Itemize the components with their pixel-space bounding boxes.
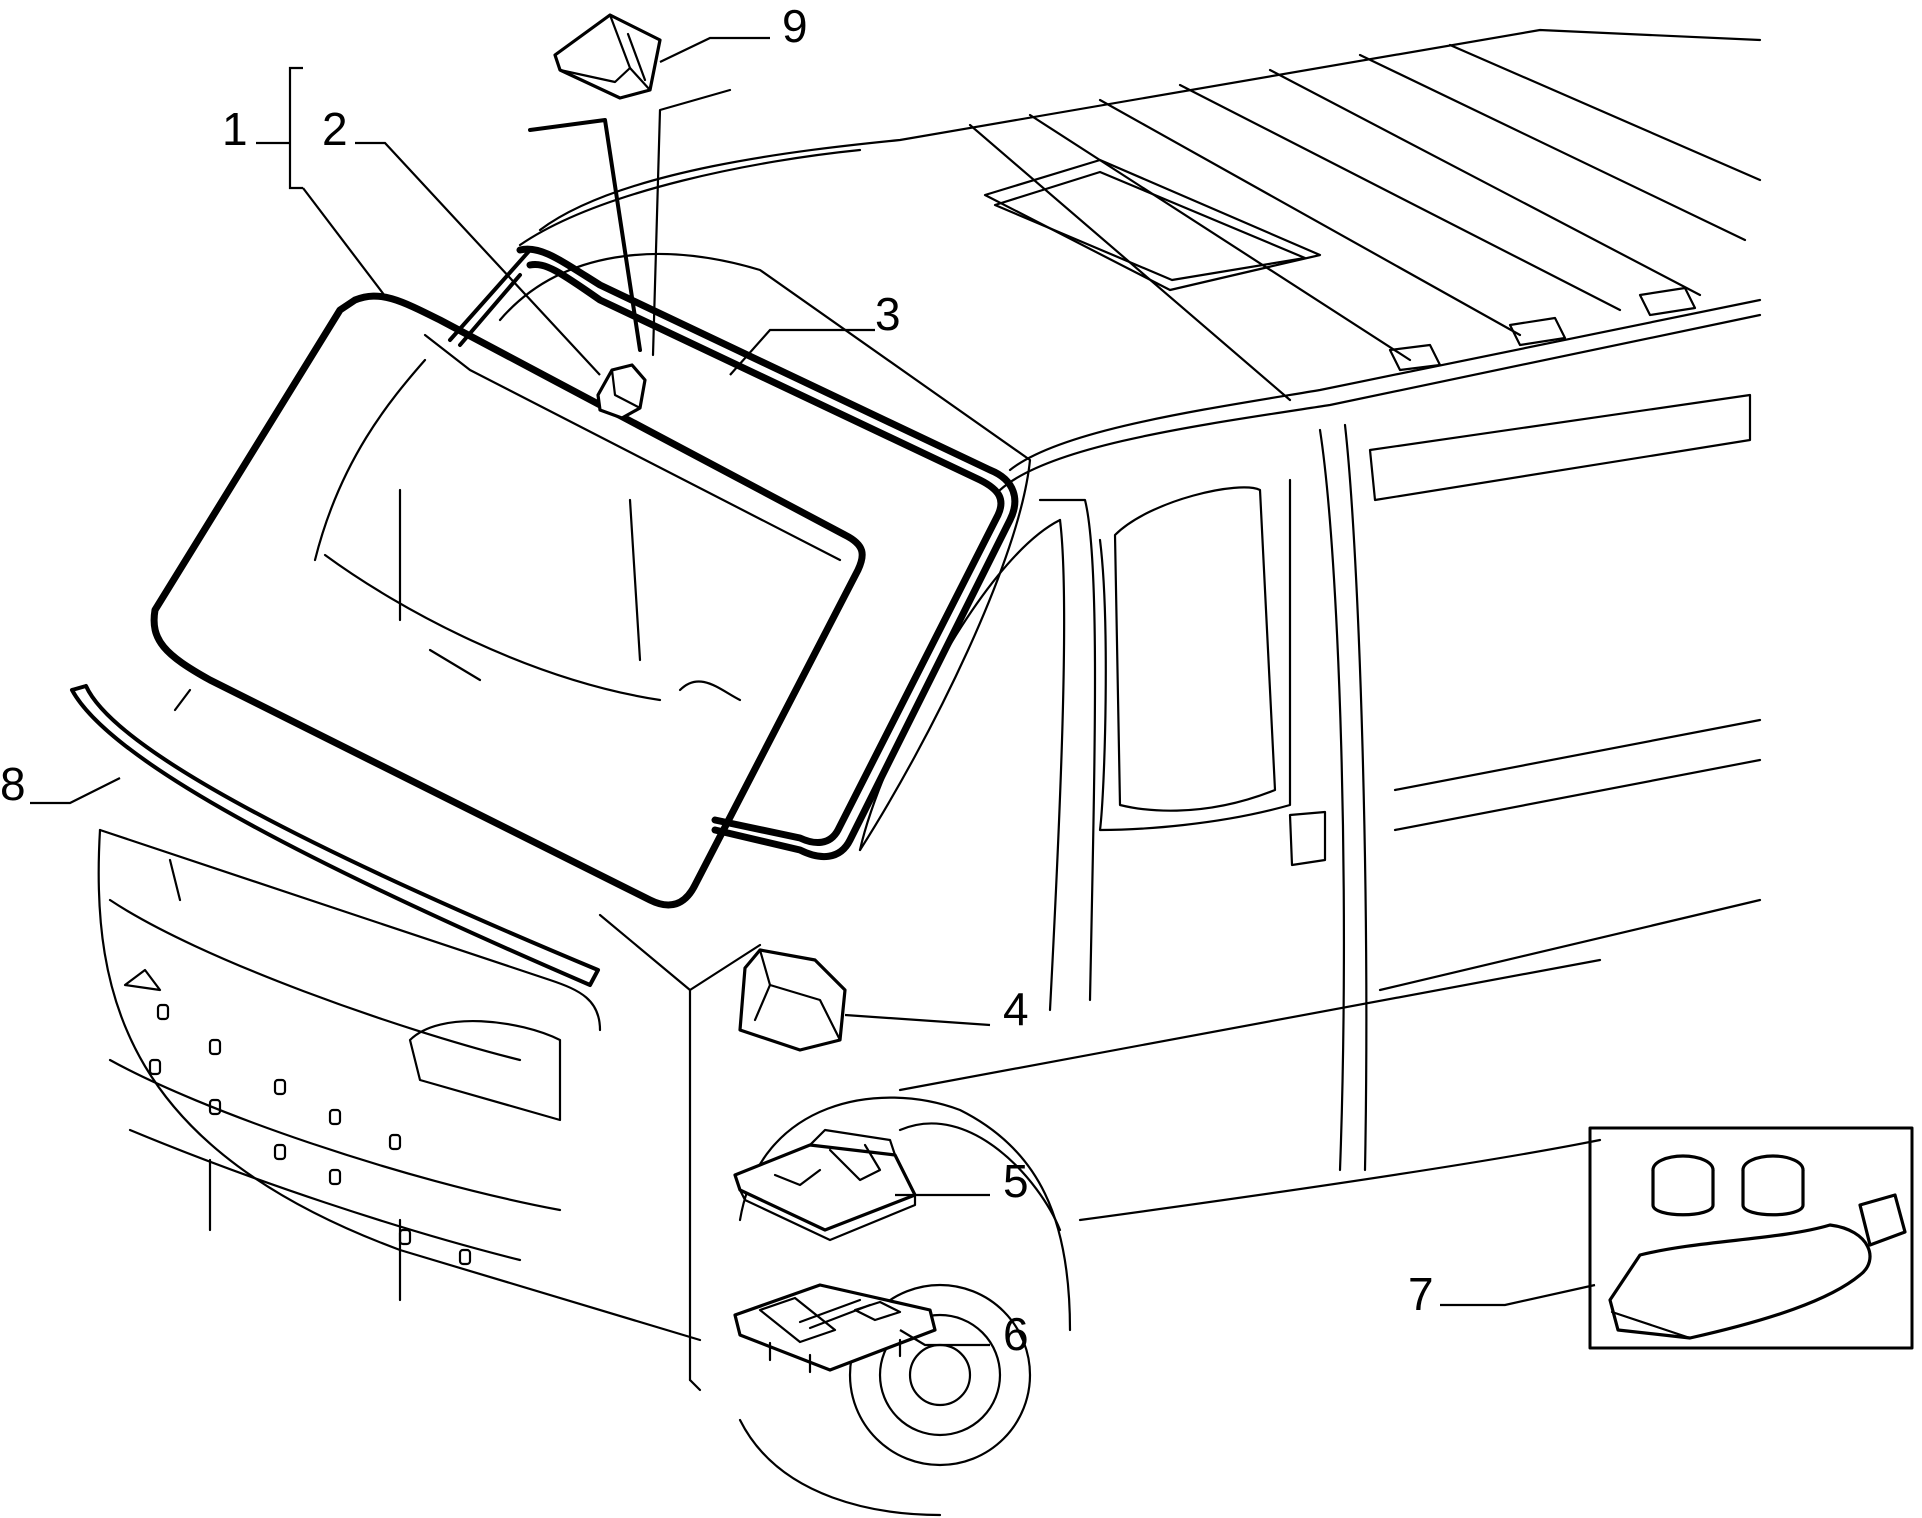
mirror-mount bbox=[596, 363, 647, 420]
lower-trim-strip bbox=[70, 684, 600, 987]
part-5-bracket bbox=[733, 1128, 917, 1242]
leader-lines bbox=[30, 36, 1596, 1347]
callout-4: 4 bbox=[1003, 983, 1029, 1035]
callout-1: 1 bbox=[222, 103, 248, 155]
callout-7: 7 bbox=[1408, 1268, 1434, 1320]
callout-6: 6 bbox=[1003, 1308, 1029, 1360]
windscreen-glass bbox=[150, 292, 866, 909]
callout-2: 2 bbox=[322, 103, 348, 155]
van-body bbox=[97, 28, 1762, 1517]
grille-slots bbox=[123, 968, 472, 1266]
callout-5: 5 bbox=[1003, 1155, 1029, 1207]
callout-9: 9 bbox=[782, 0, 808, 52]
part-9-block bbox=[553, 13, 662, 100]
callout-8: 8 bbox=[0, 758, 26, 810]
windscreen-seal bbox=[516, 245, 1019, 861]
part-6-plate bbox=[733, 1283, 937, 1374]
part-4-spacer bbox=[738, 948, 847, 1052]
mirror-arm bbox=[528, 118, 642, 352]
callout-3: 3 bbox=[875, 288, 901, 340]
part-7-kit bbox=[1588, 1126, 1914, 1350]
